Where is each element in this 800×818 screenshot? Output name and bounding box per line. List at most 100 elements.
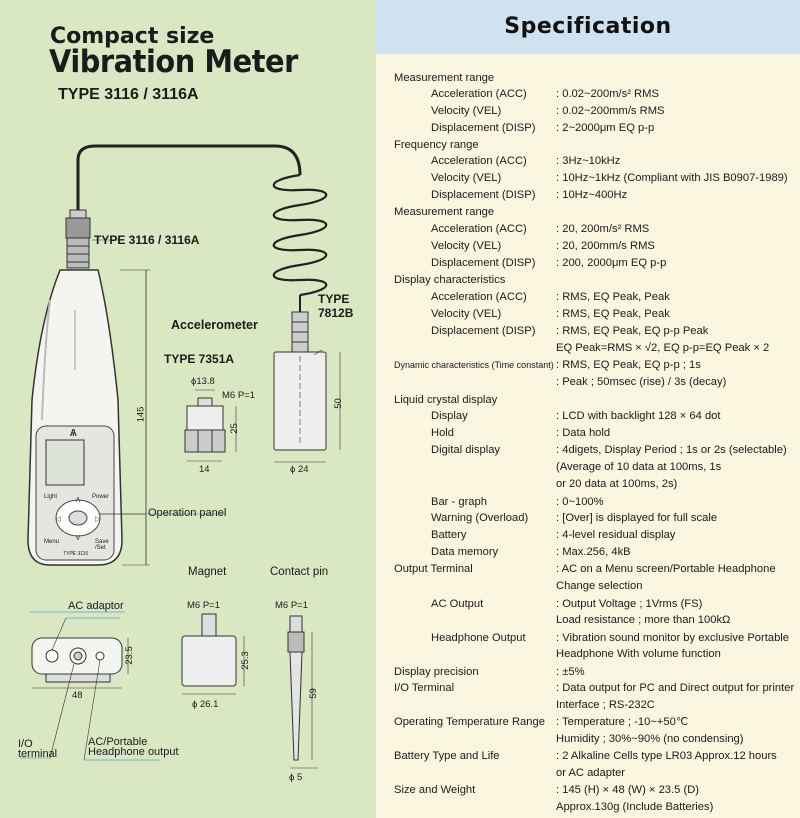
- spec-item: Digital display: [431, 444, 501, 456]
- spec-value: : Temperature ; -10~+50℃: [556, 716, 689, 728]
- product-panel: Compact size Vibration Meter TYPE 3116 /…: [0, 0, 376, 818]
- spec-item: Acceleration (ACC): [431, 291, 527, 303]
- spec-value: : LCD with backlight 128 × 64 dot: [556, 410, 721, 422]
- spec-value: : RMS, EQ Peak, Peak: [556, 308, 670, 320]
- dim-59: 59: [307, 688, 319, 699]
- spec-value: or AC adapter: [556, 767, 626, 779]
- device-light-label: Light: [44, 494, 58, 500]
- spec-item: AC Output: [431, 598, 484, 610]
- spec-category: Liquid crystal display: [394, 394, 498, 406]
- spec-title: Specification: [504, 14, 672, 39]
- spec-value: : 200, 2000μm EQ p-p: [556, 257, 667, 269]
- dim-25-3: 25.3: [239, 651, 251, 670]
- spec-category: I/O Terminal: [394, 682, 455, 694]
- spec-item: Acceleration (ACC): [431, 223, 527, 235]
- dim-48: 48: [72, 690, 83, 701]
- spec-value: : Peak ; 50msec (rise) / 3s (decay): [556, 376, 727, 388]
- spec-value: or 20 data at 100ms, 2s): [556, 478, 678, 490]
- spec-value: : Data hold: [556, 427, 611, 439]
- spec-header-band: [376, 0, 800, 54]
- io-terminal-label-2: terminal: [18, 748, 58, 760]
- dim-phi-13-8: ϕ13.8: [191, 376, 215, 387]
- magnet-label: Magnet: [188, 566, 227, 578]
- product-drawing: Λ V ◁ ▷ Ѧ: [20, 144, 341, 769]
- spec-value: EQ Peak=RMS × √2, EQ p-p=EQ Peak × 2: [556, 342, 770, 354]
- spec-value: Headphone With volume function: [556, 648, 721, 660]
- svg-text:V: V: [76, 535, 81, 542]
- dim-phi-24: ϕ 24: [290, 464, 309, 475]
- spec-item: Warning (Overload): [431, 512, 529, 524]
- magnet-thread-dim: M6 P=1: [187, 600, 221, 611]
- device-save-label: Save /Set: [95, 539, 109, 551]
- spec-value: : Vibration sound monitor by exclusive P…: [556, 632, 789, 644]
- spec-value: : Max.256, 4kB: [556, 546, 631, 558]
- spec-value: : 0.02~200mm/s RMS: [556, 105, 665, 117]
- dim-phi-26-1: ϕ 26.1: [192, 699, 219, 710]
- device-model-label: TYPE 3116: [63, 551, 89, 557]
- dim-14: 14: [199, 464, 210, 475]
- dim-23-5: 23.5: [123, 646, 135, 665]
- type-7812b-label-line1: TYPE: [318, 292, 350, 306]
- spec-item: Headphone Output: [431, 632, 526, 644]
- spec-item: Velocity (VEL): [431, 308, 502, 320]
- spec-value: : RMS, EQ Peak, EQ p-p ; 1s: [556, 359, 701, 371]
- spec-item: Hold: [431, 427, 455, 439]
- dim-145: 145: [135, 406, 147, 423]
- spec-category: Display precision: [394, 666, 479, 678]
- spec-item: Velocity (VEL): [431, 105, 502, 117]
- spec-value: Change selection: [556, 580, 643, 592]
- spec-item: Displacement (DISP): [431, 257, 536, 269]
- spec-category: Measurement range: [394, 72, 495, 84]
- spec-value: : 20, 200mm/s RMS: [556, 240, 655, 252]
- spec-value: : RMS, EQ Peak, EQ p-p Peak: [556, 325, 709, 337]
- accelerometer-label: Accelerometer: [171, 318, 258, 332]
- spec-value: : [Over] is displayed for full scale: [556, 512, 718, 524]
- spec-item: Acceleration (ACC): [431, 88, 527, 100]
- svg-text:Λ: Λ: [76, 497, 81, 504]
- type-7812b-label-line2: 7812B: [318, 306, 354, 320]
- ac-portable-label-1: AC/Portable: [88, 736, 148, 748]
- spec-item: Displacement (DISP): [431, 122, 536, 134]
- spec-value: : 2 Alkaline Cells type LR03 Approx.12 h…: [556, 750, 777, 762]
- coiled-cable: [272, 173, 328, 297]
- spec-value: : 10Hz~400Hz: [556, 189, 628, 201]
- spec-value: : 2~2000μm EQ p-p: [556, 122, 655, 134]
- spec-value: : 4digets, Display Period ; 1s or 2s (se…: [556, 444, 787, 456]
- device-menu-label: Menu: [44, 539, 60, 545]
- spec-category: Size and Weight: [394, 784, 476, 796]
- spec-value: (Average of 10 data at 100ms, 1s: [556, 461, 722, 473]
- spec-value: : 145 (H) × 48 (W) × 23.5 (D): [556, 784, 699, 796]
- io-terminal-label-1: I/O: [18, 738, 33, 750]
- spec-category: Measurement range: [394, 206, 495, 218]
- spec-item: Displacement (DISP): [431, 189, 536, 201]
- svg-text:◁: ◁: [55, 516, 61, 523]
- operation-panel-label: Operation panel: [148, 507, 227, 519]
- device-power-label: Power: [92, 494, 110, 500]
- spec-value: : ±5%: [556, 666, 585, 678]
- spec-item: Velocity (VEL): [431, 172, 502, 184]
- spec-value: : 4-level residual display: [556, 529, 676, 541]
- spec-category: Display characteristics: [394, 274, 506, 286]
- spec-value: Load resistance ; more than 100kΩ: [556, 614, 731, 626]
- spec-value: Humidity ; 30%~90% (no condensing): [556, 733, 744, 745]
- pin-thread-dim: M6 P=1: [275, 600, 309, 611]
- spec-value: : 0.02~200m/s² RMS: [556, 88, 659, 100]
- dim-25: 25: [228, 423, 240, 434]
- svg-text:Ѧ: Ѧ: [69, 428, 77, 439]
- spec-item: Display: [431, 410, 468, 422]
- title-type: TYPE 3116 / 3116A: [58, 86, 199, 103]
- dim-m6-thread: M6 P=1: [222, 390, 256, 401]
- contact-pin-label: Contact pin: [270, 566, 329, 578]
- spec-value: Interface ; RS-232C: [556, 699, 655, 711]
- meter-type-label: TYPE 3116 / 3116A: [94, 233, 200, 247]
- spec-value: : Output Voltage ; 1Vrms (FS): [556, 598, 703, 610]
- svg-text:▷: ▷: [95, 516, 101, 523]
- title-vibration-meter: Vibration Meter: [49, 44, 298, 80]
- ac-adaptor-label: AC adaptor: [68, 600, 124, 612]
- spec-value: : 20, 200m/s² RMS: [556, 223, 650, 235]
- spec-value: : 0~100%: [556, 496, 604, 508]
- spec-category: Output Terminal: [394, 563, 473, 575]
- spec-category: Operating Temperature Range: [394, 716, 545, 728]
- spec-item: Battery: [431, 529, 467, 541]
